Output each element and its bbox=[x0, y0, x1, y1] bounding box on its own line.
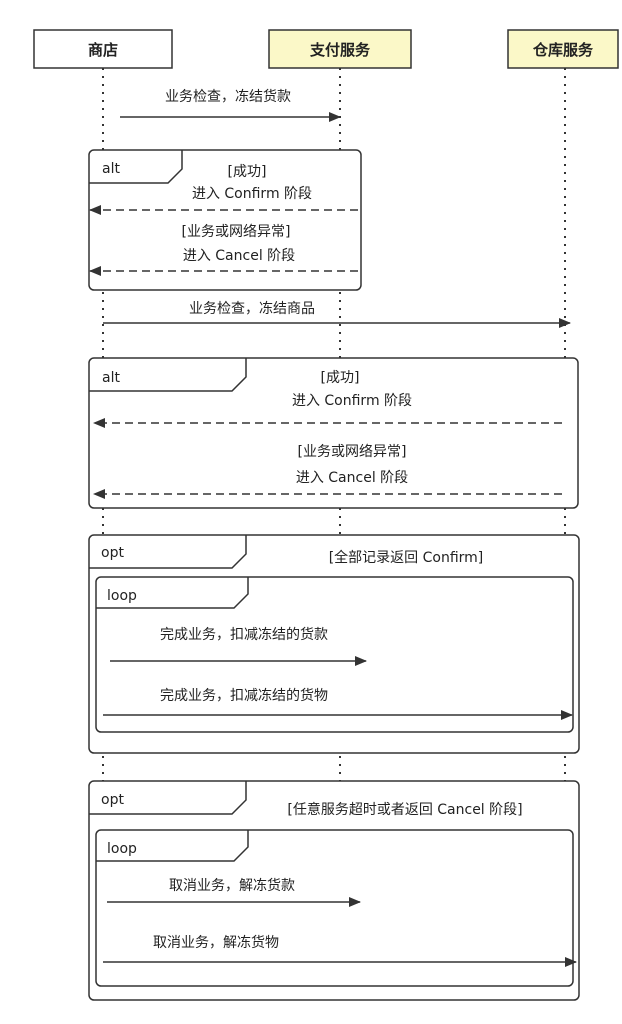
opt-frame-confirm-tab bbox=[89, 535, 247, 569]
alt-warehouse-msg-error: 进入 Cancel 阶段 bbox=[296, 470, 408, 486]
loop-frame-cancel-type: loop bbox=[107, 841, 137, 857]
actor-payment: 支付服务 bbox=[268, 29, 412, 69]
loop-frame-cancel-tab bbox=[96, 830, 249, 862]
message-freeze-payment-label: 业务检查，冻结货款 bbox=[165, 88, 291, 105]
opt-frame-confirm: opt [全部记录返回 Confirm] loop 完成业务，扣减冻结的货款 完… bbox=[88, 534, 580, 754]
opt-cancel-guard: [任意服务超时或者返回 Cancel 阶段] bbox=[287, 801, 522, 818]
opt-frame-cancel-type: opt bbox=[101, 792, 124, 808]
actor-warehouse-label: 仓库服务 bbox=[532, 41, 594, 59]
opt-frame-cancel-tab bbox=[89, 781, 247, 815]
loop-frame-confirm-tab bbox=[96, 577, 249, 609]
loop-frame-confirm-box bbox=[95, 576, 574, 733]
alt-frame-payment-tab bbox=[89, 150, 183, 184]
actor-shop-label: 商店 bbox=[88, 41, 118, 59]
message-cancel-money-label: 取消业务，解冻货款 bbox=[169, 877, 295, 894]
actor-payment-box bbox=[268, 29, 412, 69]
alt-payment-guard-success: [成功] bbox=[228, 164, 267, 180]
opt-confirm-guard: [全部记录返回 Confirm] bbox=[329, 549, 484, 566]
message-confirm-money-label: 完成业务，扣减冻结的货款 bbox=[160, 626, 328, 643]
actor-warehouse-box bbox=[507, 29, 619, 69]
alt-frame-warehouse-type: alt bbox=[102, 370, 120, 386]
actor-payment-label: 支付服务 bbox=[309, 41, 371, 59]
alt-frame-payment: alt [成功] 进入 Confirm 阶段 [业务或网络异常] 进入 Canc… bbox=[88, 149, 362, 291]
alt-frame-warehouse: alt [成功] 进入 Confirm 阶段 [业务或网络异常] 进入 Canc… bbox=[88, 357, 579, 509]
alt-payment-msg-success: 进入 Confirm 阶段 bbox=[192, 186, 312, 202]
alt-frame-warehouse-box bbox=[88, 357, 579, 509]
alt-payment-msg-error: 进入 Cancel 阶段 bbox=[183, 248, 295, 264]
alt-frame-payment-box bbox=[88, 149, 362, 291]
loop-frame-cancel-box bbox=[95, 829, 574, 987]
loop-frame-confirm-type: loop bbox=[107, 588, 137, 604]
message-freeze-payment: 业务检查，冻结货款 bbox=[120, 88, 341, 122]
message-confirm-goods-label: 完成业务，扣减冻结的货物 bbox=[160, 687, 328, 704]
message-freeze-goods-label: 业务检查，冻结商品 bbox=[189, 300, 315, 317]
message-freeze-goods: 业务检查，冻结商品 bbox=[103, 300, 571, 328]
opt-frame-cancel: opt [任意服务超时或者返回 Cancel 阶段] loop 取消业务，解冻货… bbox=[88, 780, 580, 1001]
message-cancel-goods-label: 取消业务，解冻货物 bbox=[153, 934, 279, 951]
alt-payment-guard-error: [业务或网络异常] bbox=[182, 224, 291, 240]
opt-frame-confirm-type: opt bbox=[101, 545, 124, 561]
alt-warehouse-msg-success: 进入 Confirm 阶段 bbox=[292, 393, 412, 409]
actor-warehouse: 仓库服务 bbox=[507, 29, 619, 69]
alt-frame-payment-type: alt bbox=[102, 161, 120, 177]
actor-shop-box bbox=[33, 29, 173, 69]
alt-warehouse-guard-success: [成功] bbox=[321, 370, 360, 386]
actor-shop: 商店 bbox=[33, 29, 173, 69]
alt-frame-warehouse-tab bbox=[89, 358, 247, 392]
alt-warehouse-guard-error: [业务或网络异常] bbox=[298, 444, 407, 460]
